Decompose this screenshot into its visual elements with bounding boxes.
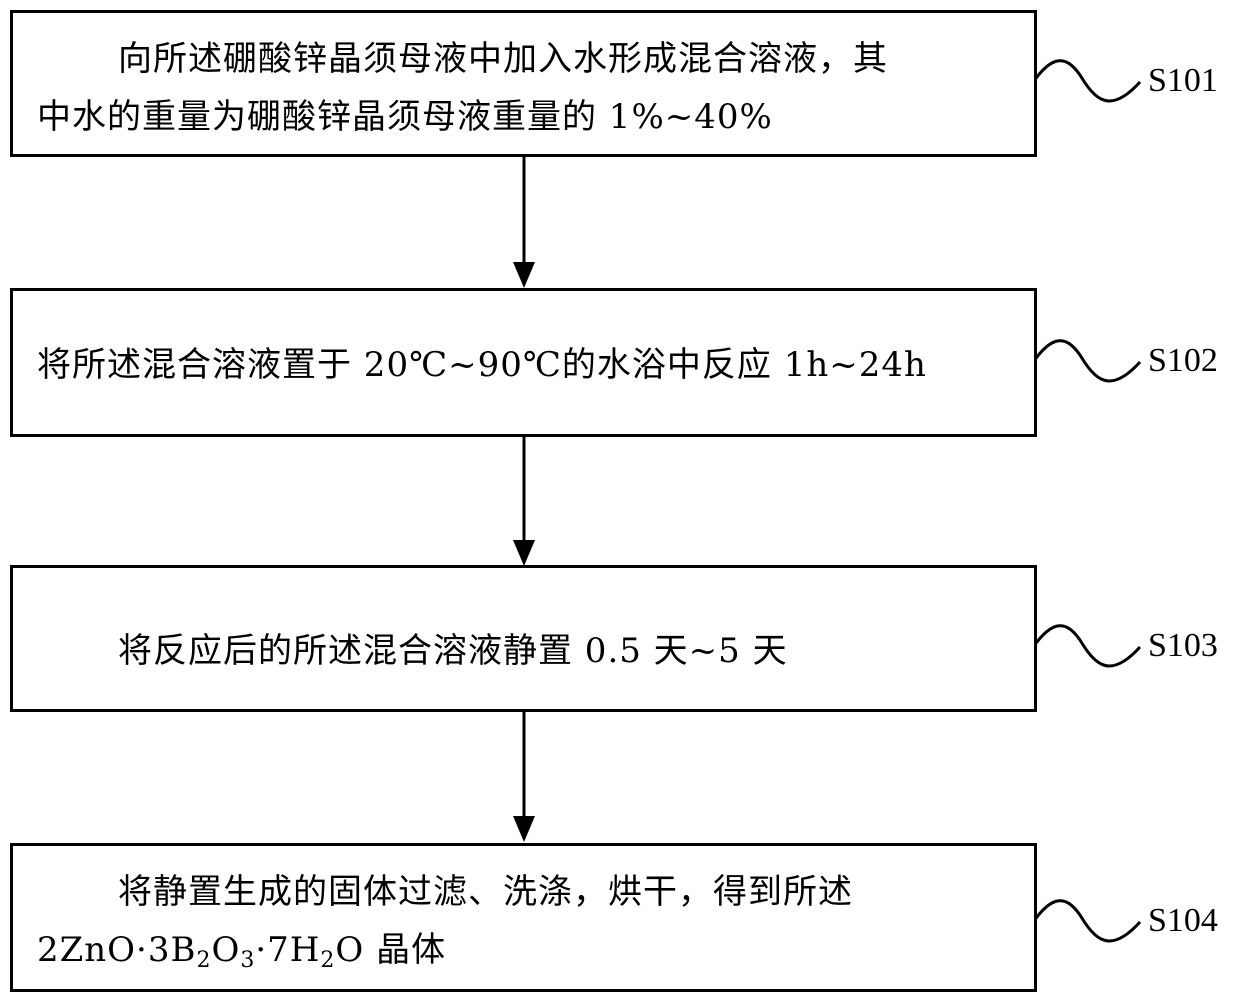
step-s101-line-2: 中水的重量为硼酸锌晶须母液重量的 1%~40%: [37, 97, 773, 137]
formula-sub-3: 2: [320, 948, 336, 973]
step-s101-line-1: 向所述硼酸锌晶须母液中加入水形成混合溶液，其: [118, 39, 888, 79]
step-label-s104: S104: [1148, 902, 1218, 939]
leader-wave-s104: [1020, 899, 1142, 943]
step-s103-line-1: 将反应后的所述混合溶液静置 0.5 天~5 天: [118, 631, 788, 671]
step-text-s104: 将静置生成的固体过滤、洗涤，烘干，得到所述 2ZnO·3B2O3·7H2O 晶体: [13, 863, 1034, 990]
leader-wave-s103: [1020, 624, 1142, 668]
formula-sub-1: 2: [196, 948, 212, 973]
leader-wave-s101: [1020, 59, 1142, 103]
step-box-s103: 将反应后的所述混合溶液静置 0.5 天~5 天: [10, 565, 1037, 712]
step-label-s102: S102: [1148, 342, 1218, 379]
step-s102-line-1: 将所述混合溶液置于 20℃~90℃的水浴中反应 1h~24h: [37, 345, 927, 385]
arrow-s101-s102: [513, 156, 535, 288]
formula-part-3: ·7H: [255, 930, 321, 970]
step-s104-formula: 2ZnO·3B2O3·7H2O 晶体: [13, 921, 1034, 990]
formula-sub-2: 3: [240, 948, 256, 973]
formula-part-4: O 晶体: [335, 930, 447, 970]
step-box-s101: 向所述硼酸锌晶须母液中加入水形成混合溶液，其 中水的重量为硼酸锌晶须母液重量的 …: [10, 10, 1037, 157]
step-s104-line-1: 将静置生成的固体过滤、洗涤，烘干，得到所述: [118, 872, 853, 912]
step-box-s102: 将所述混合溶液置于 20℃~90℃的水浴中反应 1h~24h: [10, 288, 1037, 437]
arrow-s103-s104: [513, 711, 535, 842]
step-text-s101: 向所述硼酸锌晶须母液中加入水形成混合溶液，其 中水的重量为硼酸锌晶须母液重量的 …: [13, 30, 1034, 146]
step-label-s103: S103: [1148, 627, 1218, 664]
arrow-s102-s103: [513, 436, 535, 566]
step-text-s103: 将反应后的所述混合溶液静置 0.5 天~5 天: [13, 622, 1034, 680]
step-box-s104: 将静置生成的固体过滤、洗涤，烘干，得到所述 2ZnO·3B2O3·7H2O 晶体: [10, 843, 1037, 992]
formula-part-2: O: [211, 930, 241, 970]
leader-wave-s102: [1020, 339, 1142, 383]
step-text-s102: 将所述混合溶液置于 20℃~90℃的水浴中反应 1h~24h: [13, 336, 1034, 394]
step-label-s101: S101: [1148, 62, 1218, 99]
formula-part-1: 2ZnO·3B: [37, 930, 197, 970]
